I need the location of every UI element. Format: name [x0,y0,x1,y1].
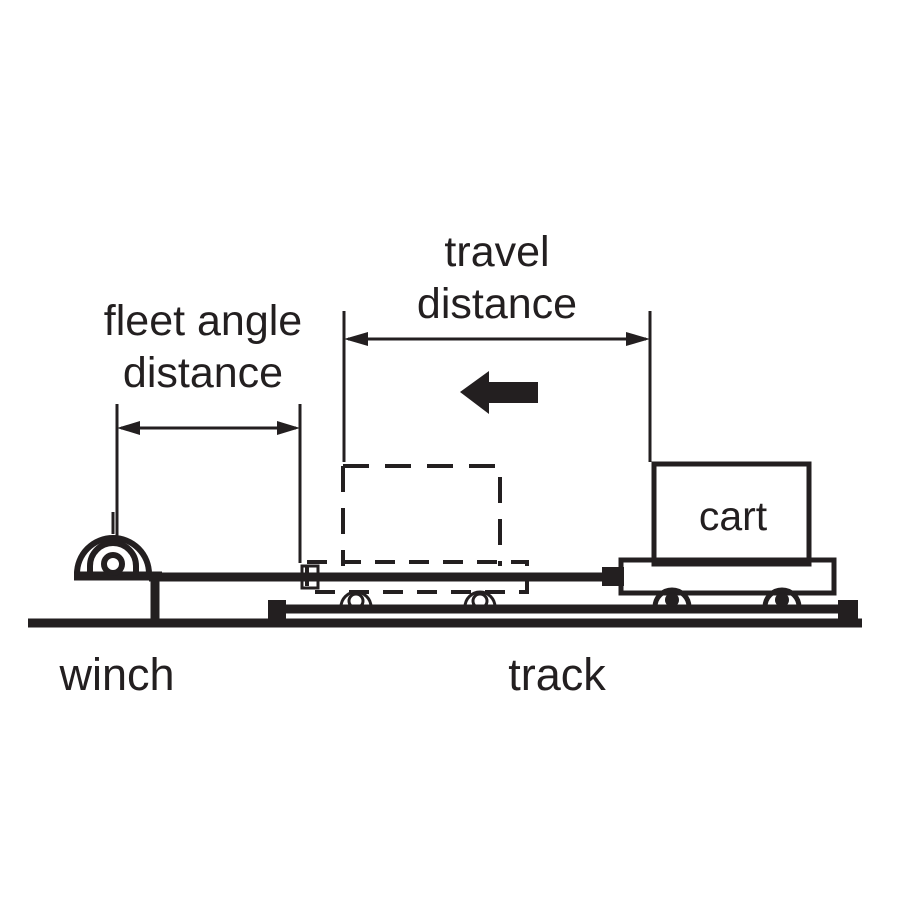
ghost-cart-chassis [305,560,529,594]
ghost-wheel-front-arc [339,590,373,608]
travel-dim-arrowhead-right [626,332,650,346]
fleet-angle-label-line1: fleet angle [104,297,302,345]
winch-bearing-housing [87,540,139,574]
fleet-angle-dimension [115,404,302,563]
cart-wheel-rear [762,587,802,608]
cart-wheel-front [652,587,692,608]
fleet-dim-arrowhead-left [117,421,140,435]
cart-wheel-rear-hub [775,593,789,607]
cart-wheel-front-hub [665,593,679,607]
motion-direction-arrow [460,371,538,414]
ghost-cart [300,464,529,610]
travel-dim-arrowhead-left [344,332,368,346]
track-end-stop-left [268,600,286,624]
cart-body [651,461,812,567]
track-label: track [508,649,606,700]
fleet-angle-label-line2: distance [123,349,283,397]
ghost-cart-body-top-right [343,464,502,566]
fleet-dim-arrowhead-right [277,421,300,435]
travel-distance-label-line2: distance [417,280,577,328]
winch-hub [101,552,125,576]
winch-label: winch [58,649,174,700]
cart-coupling [602,567,624,586]
direction-arrow-shape [460,371,538,414]
cart-wheel-front-tyre [652,587,692,608]
travel-distance-label-line1: travel [444,228,549,276]
track [28,600,862,628]
ghost-wheel-rear-arc [463,590,497,608]
winch-drum-outer [74,535,152,575]
cart-wheel-rear-tyre [762,587,802,608]
cart-label: cart [699,493,768,539]
winch [74,512,162,623]
cart: cart [602,444,837,608]
track-end-stop-right [838,600,858,624]
travel-distance-dimension [342,311,652,462]
